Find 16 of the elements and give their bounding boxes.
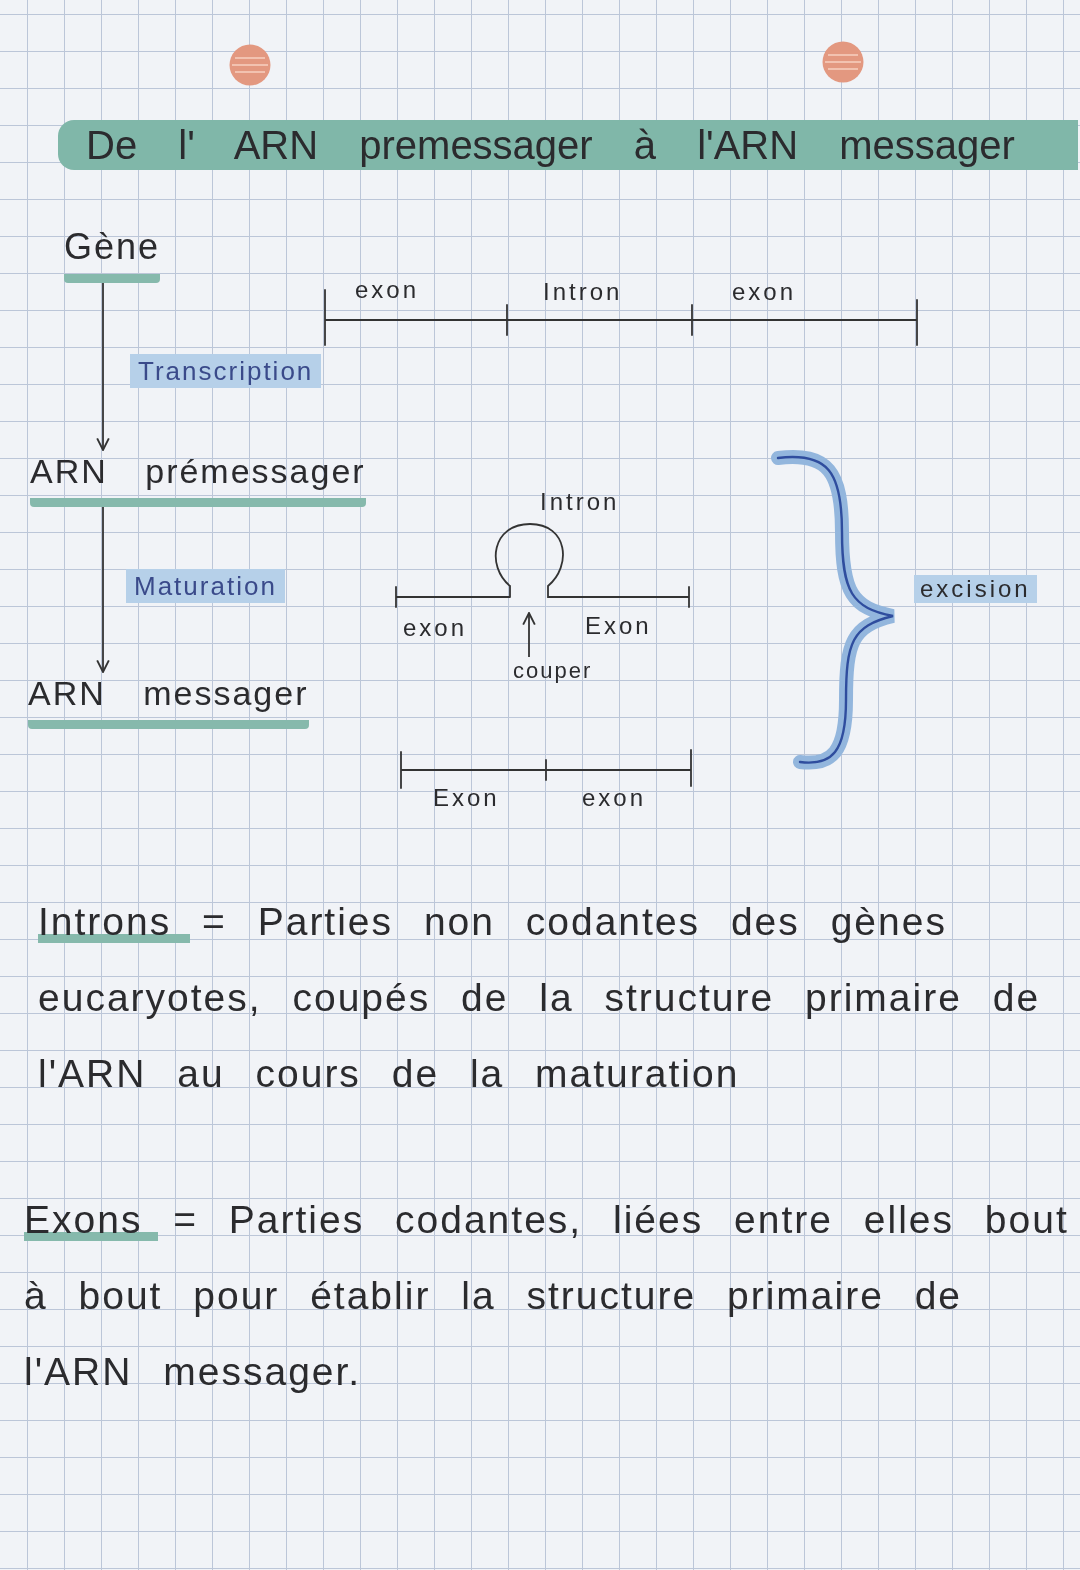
highlighted-title: De l' ARN premessager à l'ARN messager [58, 120, 1078, 170]
edge-label: Maturation [126, 569, 285, 603]
part-label: exon [355, 276, 420, 304]
part-label: exon [582, 784, 647, 812]
annotation-text: couper [513, 657, 593, 685]
arrow [522, 612, 536, 658]
edge-label: Transcription [130, 354, 322, 388]
part-label: Exon [585, 612, 652, 640]
highlighted-label: excision [914, 575, 1037, 603]
part-label: Exon [433, 784, 500, 812]
part-label: exon [732, 278, 797, 306]
arrow [96, 282, 110, 451]
arrow [96, 506, 110, 673]
part-label: exon [403, 614, 468, 642]
part-label: Intron [540, 488, 620, 516]
part-label: Intron [543, 278, 623, 306]
